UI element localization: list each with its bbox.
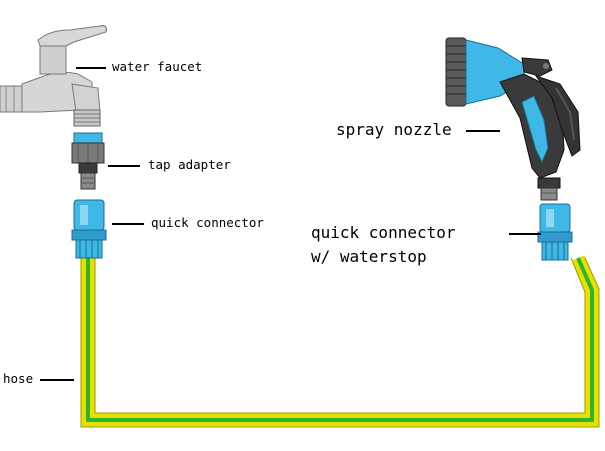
quick-connector-waterstop-label-line1: quick connector [311,223,456,242]
spray-nozzle-leader [466,130,500,132]
water-faucet-label: water faucet [112,59,203,74]
quick-connector-waterstop-illustration [537,203,573,261]
spray-nozzle-illustration [445,37,581,201]
water-faucet-illustration [0,25,107,127]
water-faucet-leader [76,67,106,69]
quick-connector-label: quick connector [151,215,264,230]
hose-label: hose [3,371,34,386]
tap-adapter-leader [108,165,140,167]
tap-adapter-illustration [71,132,105,190]
hose-leader [40,379,74,381]
spray-nozzle-label: spray nozzle [336,120,452,139]
quick-connector-waterstop-leader [509,233,541,235]
tap-adapter-label: tap adapter [148,157,231,172]
quick-connector-leader [112,223,144,225]
quick-connector-waterstop-label-line2: w/ waterstop [311,247,427,266]
hose [80,255,600,428]
quick-connector-illustration [71,199,107,259]
